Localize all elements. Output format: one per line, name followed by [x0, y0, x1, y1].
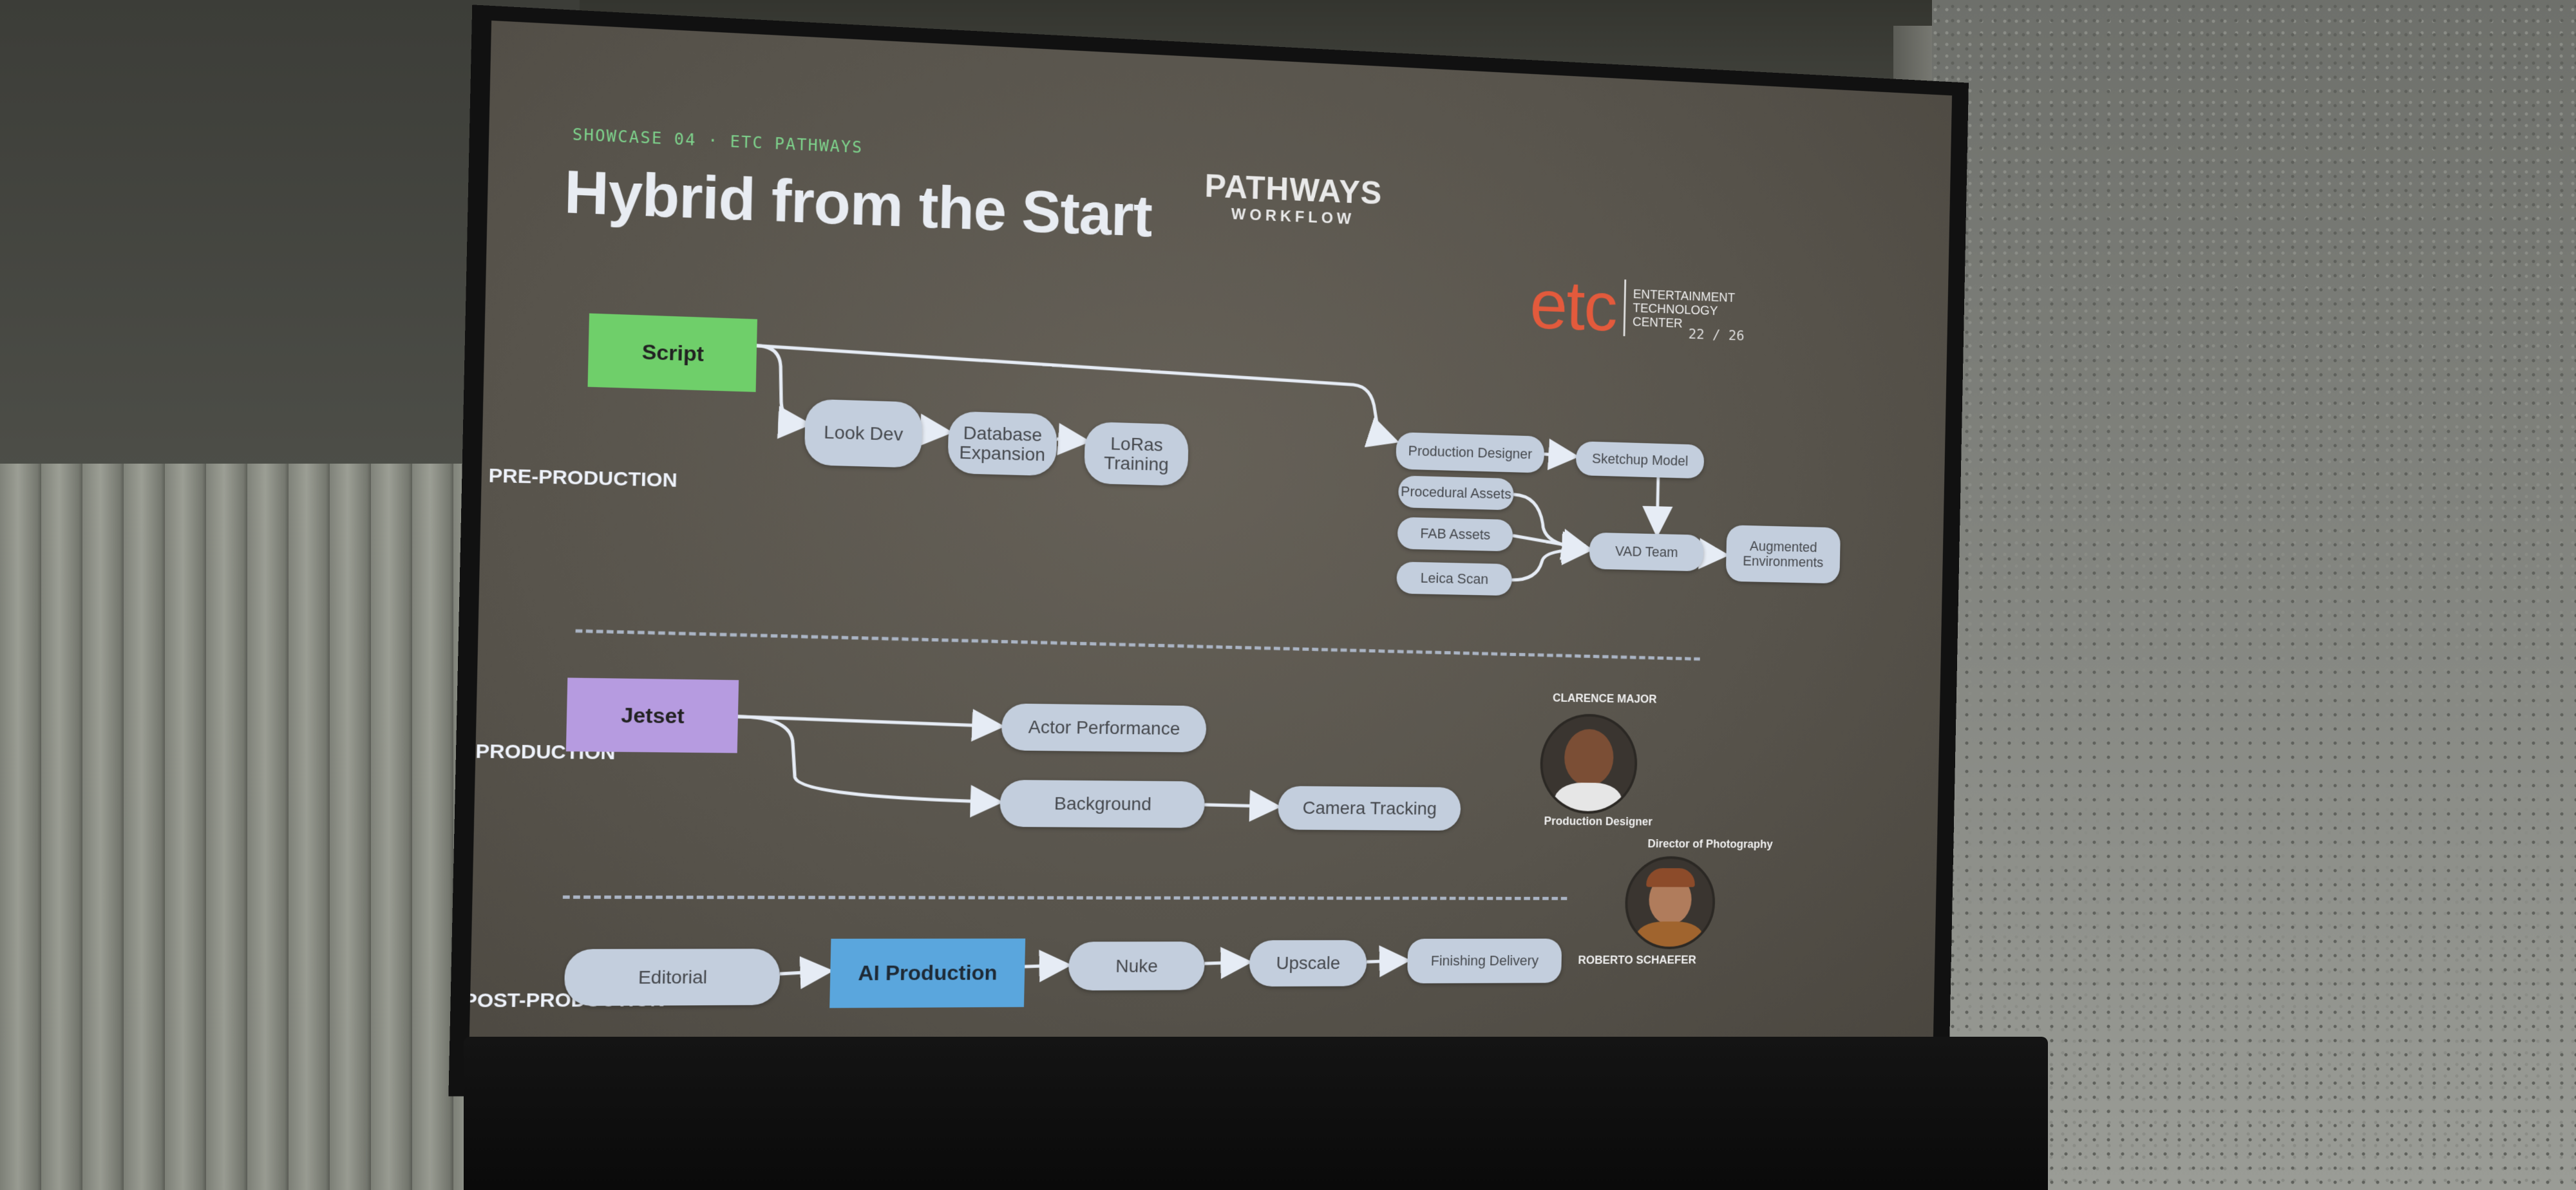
- editorial-node: Editorial: [564, 949, 781, 1006]
- loras-training-node: LoRas Training: [1084, 421, 1189, 486]
- phase-pre-production: PRE-PRODUCTION: [488, 464, 677, 492]
- sketchup-model-node: Sketchup Model: [1575, 441, 1705, 479]
- jetset-box: Jetset: [565, 677, 739, 753]
- slide: SHOWCASE 04 · ETC PATHWAYS Hybrid from t…: [469, 21, 1952, 1071]
- right-wall: [1932, 0, 2576, 1190]
- database-expansion-node: Database Expansion: [947, 411, 1057, 477]
- nuke-node: Nuke: [1068, 941, 1206, 991]
- ai-production-box: AI Production: [829, 938, 1026, 1008]
- finishing-delivery-node: Finishing Delivery: [1406, 938, 1562, 984]
- upscale-node: Upscale: [1249, 940, 1367, 987]
- procedural-assets-node: Procedural Assets: [1397, 475, 1514, 511]
- camera-tracking-node: Camera Tracking: [1277, 786, 1461, 831]
- screen-base-drape: [464, 1037, 2048, 1190]
- person-1-role: Production Designer: [1544, 815, 1653, 828]
- augmented-environments-node: Augmented Environments: [1725, 525, 1841, 584]
- person-2-name: ROBERTO SCHAEFER: [1578, 953, 1696, 967]
- background-node: Background: [999, 779, 1206, 828]
- person-1-name: CLARENCE MAJOR: [1552, 691, 1657, 706]
- person-2-role: Director of Photography: [1647, 837, 1773, 851]
- production-designer-node: Production Designer: [1396, 431, 1545, 473]
- actor-performance-node: Actor Performance: [1001, 703, 1207, 753]
- fab-assets-node: FAB Assets: [1397, 516, 1513, 552]
- leica-scan-node: Leica Scan: [1396, 562, 1513, 596]
- vad-team-node: VAD Team: [1589, 532, 1704, 572]
- script-box: Script: [587, 313, 757, 392]
- avatar-director-of-photography: [1624, 856, 1716, 950]
- projection-screen: SHOWCASE 04 · ETC PATHWAYS Hybrid from t…: [448, 5, 1969, 1096]
- look-dev-node: Look Dev: [804, 399, 923, 468]
